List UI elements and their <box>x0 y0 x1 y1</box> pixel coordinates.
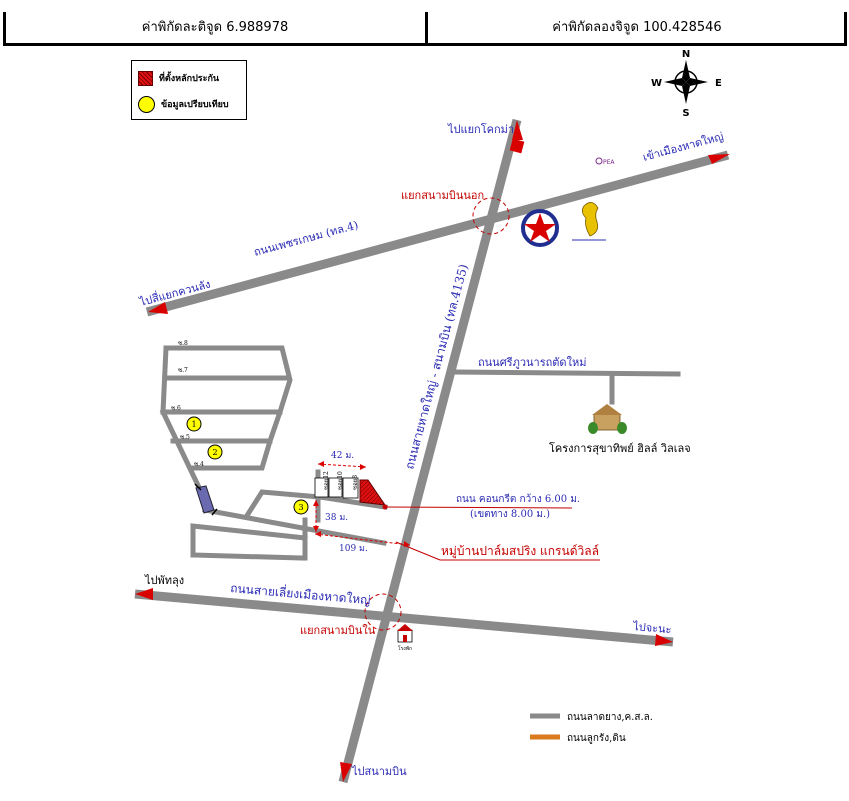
dist-109-line <box>314 533 411 546</box>
compass-e: E <box>715 78 722 89</box>
label-village: หมู่บ้านปาล์มสปริง แกรนด์วิลล์ <box>441 544 599 559</box>
longitude-text: ค่าพิกัดลองจิจูด 100.428546 <box>552 20 722 35</box>
police-label: โรงพัก <box>398 645 412 652</box>
label-soi-6: ซ.6 <box>171 405 181 412</box>
comparison-circle-icon <box>138 95 155 113</box>
road-soi-diagonal <box>159 408 209 504</box>
label-dist-38: 38 ม. <box>325 513 348 523</box>
comparison-marker-2 <box>207 444 223 460</box>
header-divider-right <box>844 12 847 46</box>
arrow-north-icon <box>512 120 523 140</box>
arrow-bypass-west-icon <box>135 588 153 600</box>
pea-label: PEA <box>603 159 615 166</box>
label-junction-inner: แยกสนามบินใน <box>300 624 376 637</box>
lot-2 <box>328 477 343 498</box>
star-logo-icon <box>521 209 559 247</box>
label-soi-4: ซ.4 <box>194 461 204 468</box>
legend-row-comparison: ข้อมูลเปรียบเทียบ <box>138 94 229 114</box>
comparison-marker-3 <box>293 499 309 515</box>
leader-village <box>395 541 441 561</box>
road-village-north <box>244 489 323 518</box>
label-soi-8: ซ.8 <box>178 340 188 347</box>
label-dist-109: 109 ม. <box>339 544 368 554</box>
road-village-south <box>190 523 308 558</box>
label-project: โครงการสุขาทิพย์ ฮิลล์ วิลเลจ <box>549 441 691 455</box>
label-junction-outer: แยกสนามบินนอก <box>401 189 484 202</box>
road-sriphuwanart <box>452 369 681 377</box>
compass-n: N <box>682 49 690 60</box>
latitude-text: ค่าพิกัดละติจูด 6.988978 <box>141 20 289 35</box>
compass-rose-icon: N S E W <box>651 49 722 119</box>
junction-outer-ring <box>472 197 510 235</box>
label-to-phatthalung: ไปพัทลุง <box>144 574 184 587</box>
arrow-northeast-icon <box>708 154 730 164</box>
map-emblem-icon <box>572 202 606 241</box>
arrow-south-icon <box>340 762 352 782</box>
dist-42-line <box>317 463 367 468</box>
legend-land-label: ที่ตั้งหลักประกัน <box>159 74 220 84</box>
label-soi-7: ซ.7 <box>178 367 188 374</box>
road-bypass <box>134 589 674 647</box>
road-concrete-6m <box>317 494 388 510</box>
junction-inner-ring <box>364 593 402 631</box>
road-soi-loop <box>163 345 293 471</box>
lot-2-label: ซอย10 <box>337 471 344 490</box>
header-divider-middle <box>425 12 428 46</box>
project-building-icon <box>588 404 627 434</box>
arrow-bypass-east-icon <box>655 634 673 646</box>
header-divider-left <box>3 12 6 46</box>
label-road-concrete-1: ถนน คอนกรีต กว้าง 6.00 ม. <box>456 493 580 505</box>
label-road-sriphuwanart: ถนนศรีภูวนารถตัดใหม่ <box>478 356 586 369</box>
lot-1 <box>314 477 329 498</box>
road-village-bottom <box>190 552 306 561</box>
label-to-airport: ไปสนามบิน <box>351 765 407 778</box>
label-to-khokmo: ไปแยกโคกม่า <box>447 122 514 136</box>
arrow-west-icon <box>148 302 168 314</box>
marker-2-label: 2 <box>212 448 217 457</box>
direction-arrows <box>135 120 730 782</box>
label-dist-42: 42 ม. <box>331 451 354 461</box>
pea-logo-icon: PEA <box>595 157 615 166</box>
leader-concrete <box>384 506 573 509</box>
land-plot-icon <box>138 70 153 86</box>
village-gate-icon <box>194 483 218 516</box>
compass-w: W <box>651 78 662 89</box>
arrow-north-shaft <box>509 138 525 154</box>
coordinate-header: ค่าพิกัดละติจูด 6.988978 ค่าพิกัดลองจิจู… <box>3 12 847 46</box>
road-phetkasem <box>145 150 730 317</box>
legend-comparison-label: ข้อมูลเปรียบเทียบ <box>161 100 229 110</box>
label-road-phetkasem: ถนนเพชรเกษม (ทล.4) <box>252 218 359 258</box>
lot-1-label: ซอย12 <box>323 471 330 490</box>
marker-1-label: 1 <box>191 420 196 429</box>
collateral-plot-icon <box>359 479 387 506</box>
label-to-chana: ไปจะนะ <box>632 620 672 636</box>
lot-3-label: ซอย8 <box>352 475 359 490</box>
police-station-icon: โรงพัก <box>397 624 413 652</box>
label-road-concrete-2: (เขตทาง 8.00 ม.) <box>470 509 550 520</box>
label-soi-5: ซ.5 <box>180 434 190 441</box>
map-legend-box: ที่ตั้งหลักประกัน ข้อมูลเปรียบเทียบ <box>131 60 247 120</box>
marker-3-label: 3 <box>298 503 303 512</box>
road-main-hatyai-airport <box>338 118 522 784</box>
legend-asphalt-label: ถนนลาดยาง,ค.ส.ล. <box>567 712 653 723</box>
lot-3 <box>342 477 359 499</box>
compass-s: S <box>682 108 689 119</box>
legend-row-land: ที่ตั้งหลักประกัน <box>138 68 219 88</box>
road-village-main <box>202 507 387 546</box>
comparison-marker-1 <box>186 416 202 432</box>
legend-gravel-label: ถนนลูกรัง,ดิน <box>567 733 626 744</box>
land-plot: ซอย12 ซอย10 ซอย8 <box>314 471 387 506</box>
